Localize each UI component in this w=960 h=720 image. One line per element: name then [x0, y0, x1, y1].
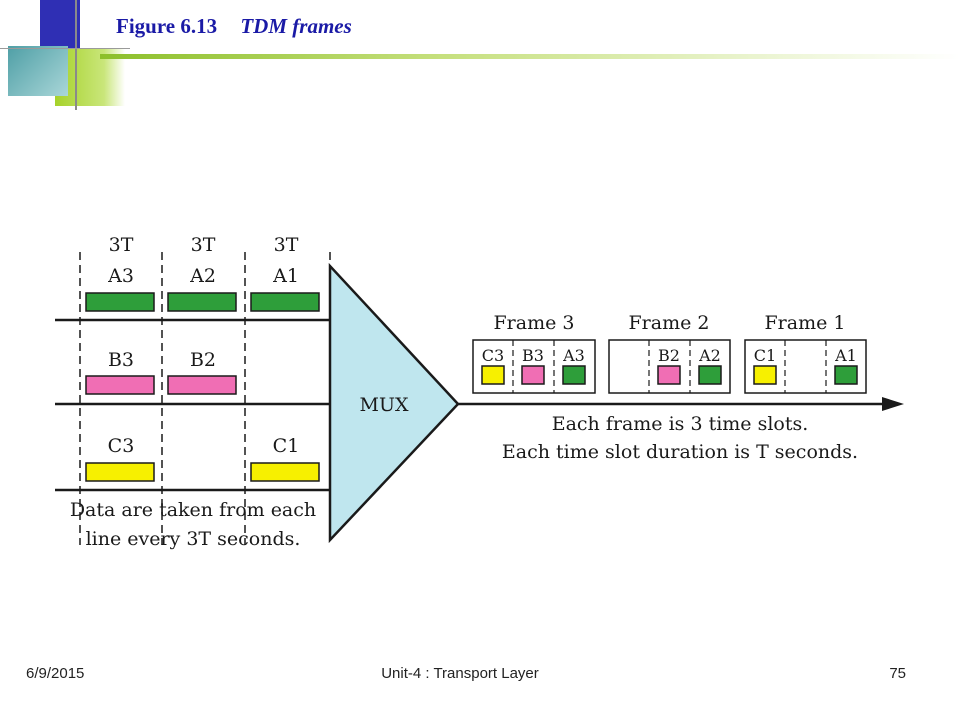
- frame-unit-b3: [521, 365, 545, 385]
- unit-label: B2: [190, 349, 216, 371]
- frame-label: Frame 3: [494, 312, 575, 334]
- frame-slot-label: A1: [834, 346, 857, 365]
- footer-center: Unit-4 : Transport Layer: [381, 665, 539, 682]
- frame-slot-label: A2: [698, 346, 721, 365]
- frame-label: Frame 2: [629, 312, 710, 334]
- output-note-line2: Each time slot duration is T seconds.: [502, 441, 858, 463]
- slot-duration-label: 3T: [274, 234, 299, 256]
- output-note-line1: Each frame is 3 time slots.: [552, 413, 809, 435]
- figure-number: Figure 6.13: [116, 14, 218, 38]
- unit-label: C1: [273, 435, 300, 457]
- frame-slot-label: A3: [562, 346, 585, 365]
- frame-slot-label: C3: [482, 346, 504, 365]
- data-unit-c1: [250, 462, 320, 482]
- data-unit-a1: [250, 292, 320, 312]
- data-unit-a3: [85, 292, 155, 312]
- unit-label: A2: [189, 265, 216, 287]
- frame-slot-label: B3: [522, 346, 544, 365]
- slot-duration-label: 3T: [191, 234, 216, 256]
- frame-unit-a3: [562, 365, 586, 385]
- mux-triangle: [328, 262, 460, 544]
- page-title: Figure 6.13 TDM frames: [116, 14, 352, 39]
- frame-unit-a2: [698, 365, 722, 385]
- title-underline: [100, 54, 960, 59]
- frame-unit-c1: [753, 365, 777, 385]
- mux-label: MUX: [360, 394, 409, 416]
- deco-horizontal-line: [0, 48, 130, 49]
- deco-vertical-line: [75, 0, 77, 110]
- unit-label: A1: [272, 265, 299, 287]
- deco-blue-square: [40, 0, 80, 55]
- input-note-line1: Data are taken from each: [70, 499, 316, 521]
- frame-label: Frame 1: [765, 312, 846, 334]
- frame-unit-c3: [481, 365, 505, 385]
- figure-name: TDM frames: [240, 14, 352, 38]
- unit-label: A3: [107, 265, 134, 287]
- data-unit-c3: [85, 462, 155, 482]
- data-unit-b2: [167, 375, 237, 395]
- frame-slot-label: C1: [754, 346, 776, 365]
- unit-label: C3: [108, 435, 135, 457]
- frame-unit-a1: [834, 365, 858, 385]
- input-note-line2: line every 3T seconds.: [86, 528, 301, 550]
- data-unit-a2: [167, 292, 237, 312]
- footer-page-number: 75: [889, 665, 906, 682]
- data-unit-b3: [85, 375, 155, 395]
- unit-label: B3: [108, 349, 134, 371]
- slot-duration-label: 3T: [109, 234, 134, 256]
- deco-teal-square: [8, 46, 68, 96]
- footer-date: 6/9/2015: [26, 665, 85, 682]
- output-arrowhead: [882, 397, 904, 411]
- frame-slot-label: B2: [658, 346, 680, 365]
- frame-unit-b2: [657, 365, 681, 385]
